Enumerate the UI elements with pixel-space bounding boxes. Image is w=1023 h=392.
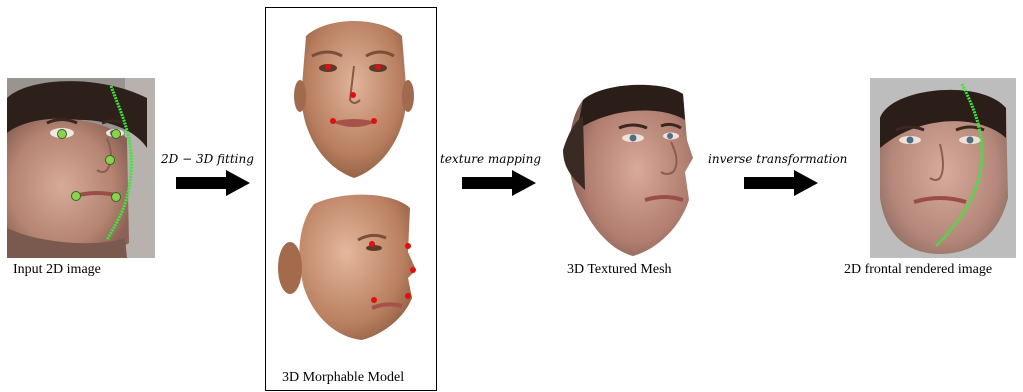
landmark-marker [325, 64, 331, 70]
frontal-rendered-face [870, 78, 1016, 258]
input-image-panel [7, 78, 155, 258]
output-caption: 2D frontal rendered image [844, 262, 993, 277]
input-caption: Input 2D image [13, 262, 101, 277]
inverse-arrow [744, 170, 818, 196]
morphable-model-frame [265, 7, 437, 391]
landmark-marker [405, 243, 411, 249]
landmark-marker [371, 297, 377, 303]
inverse-label: inverse transformation [708, 152, 848, 166]
landmark-marker [371, 118, 377, 124]
texture-arrow [462, 170, 536, 196]
landmark-marker [111, 192, 121, 202]
landmark-marker [105, 155, 115, 165]
landmark-marker [375, 64, 381, 70]
landmark-marker [111, 129, 121, 139]
input-face-photo [7, 78, 155, 258]
textured-mesh-face [563, 84, 693, 256]
landmark-marker [71, 191, 81, 201]
mesh-caption: 3D Textured Mesh [567, 262, 672, 277]
model-front-face [294, 21, 414, 178]
input-landmarks [57, 129, 121, 202]
landmark-marker [405, 293, 411, 299]
fitting-label: 2D − 3D fitting [161, 152, 254, 166]
landmark-marker [350, 92, 356, 98]
landmark-marker [369, 241, 375, 247]
texture-label: texture mapping [440, 152, 542, 166]
model-side-face [278, 194, 416, 340]
landmark-marker [57, 129, 67, 139]
landmark-marker [330, 118, 336, 124]
landmark-marker [410, 267, 416, 273]
fitting-arrow [176, 170, 250, 196]
model-caption: 3D Morphable Model [282, 370, 405, 385]
